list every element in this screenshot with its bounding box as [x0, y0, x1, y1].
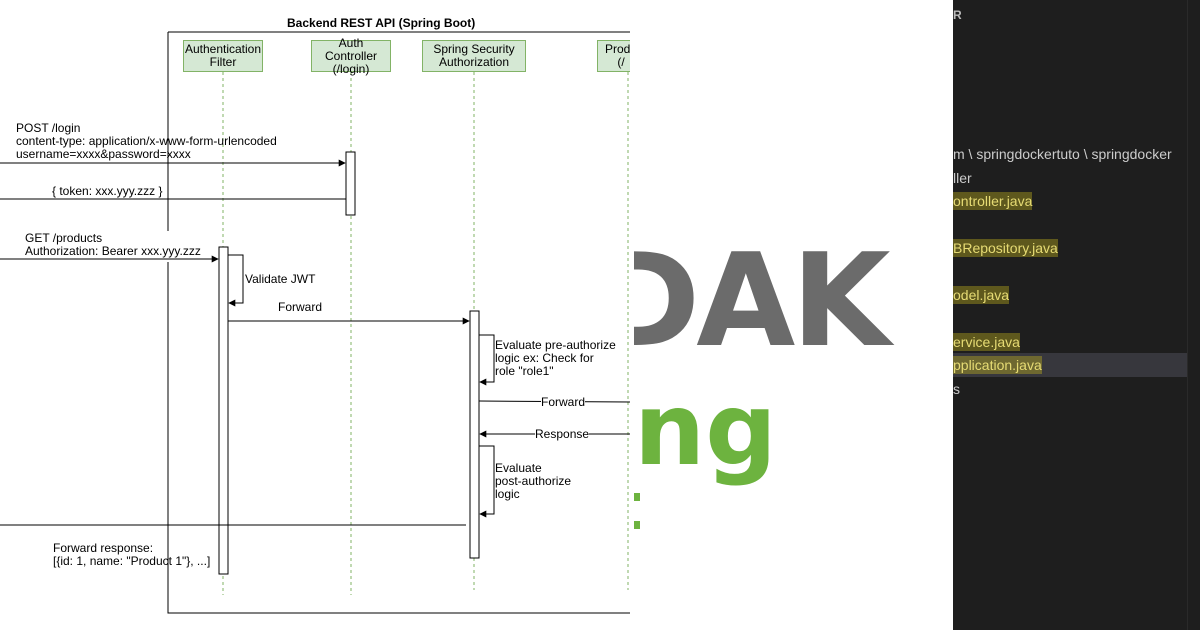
explorer-item-file[interactable]: ontroller.java	[953, 192, 1033, 210]
label-forward-1: Forward	[278, 300, 323, 314]
explorer-item-file[interactable]: odel.java	[953, 286, 1010, 304]
explorer-path[interactable]: m \ springdockertuto \ springdocker	[953, 146, 1172, 162]
explorer-item-file[interactable]: ervice.java	[953, 333, 1020, 351]
arrow-validate-jwt	[228, 254, 244, 307]
label-token-response: { token: xxx.yyy.zzz }	[52, 184, 163, 198]
logo-fragment-mark	[634, 521, 640, 529]
label-validate-jwt: Validate JWT	[245, 272, 316, 286]
diagram-lines	[0, 31, 630, 614]
participant-auth-controller: Auth Controller (/login)	[311, 36, 391, 75]
activation-auth-controller	[345, 151, 356, 216]
participant-auth-filter: Authentication Filter	[183, 40, 263, 72]
editor-scrollbar[interactable]	[1187, 0, 1200, 630]
sequence-diagram: Backend REST API (Spring Boot) Authentic…	[0, 16, 630, 614]
arrow-post-authorize	[479, 445, 495, 518]
explorer-item-folder[interactable]: s	[953, 381, 960, 397]
explorer-header: R	[953, 8, 962, 22]
label-response: Response	[535, 427, 590, 441]
explorer-item-file[interactable]: BRepository.java	[953, 239, 1058, 257]
frame-border	[167, 31, 630, 614]
brand-logo-text: DAK	[634, 227, 890, 376]
participant-spring-security: Spring Security Authorization	[422, 40, 526, 72]
label-pre-authorize: Evaluate pre-authorize logic ex: Check f…	[495, 338, 616, 378]
selected-row-highlight	[953, 353, 1187, 377]
label-forward-2: Forward	[541, 395, 586, 409]
explorer-item-folder[interactable]: ller	[953, 170, 972, 186]
participant-products: Produ (/	[597, 40, 630, 72]
explorer-item-file-selected[interactable]: pplication.java	[953, 356, 1042, 374]
arrow-pre-authorize	[479, 334, 495, 386]
label-post-authorize: Evaluate post-authorize logic	[495, 461, 572, 501]
label-forward-response: Forward response: [{id: 1, name: "Produc…	[53, 541, 211, 568]
logo-fragment-mark	[634, 493, 640, 501]
label-login-request: POST /login content-type: application/x-…	[16, 121, 277, 161]
code-editor-explorer: R m \ springdockertuto \ springdocker ll…	[953, 0, 1200, 630]
frame-title: Backend REST API (Spring Boot)	[287, 16, 476, 30]
spring-logo-text: ng	[634, 371, 777, 488]
label-products-request: GET /products Authorization: Bearer xxx.…	[25, 231, 201, 258]
activation-auth-filter	[218, 246, 229, 575]
activation-spring-security	[469, 310, 480, 559]
logo-panel: DAK ng	[634, 0, 953, 630]
